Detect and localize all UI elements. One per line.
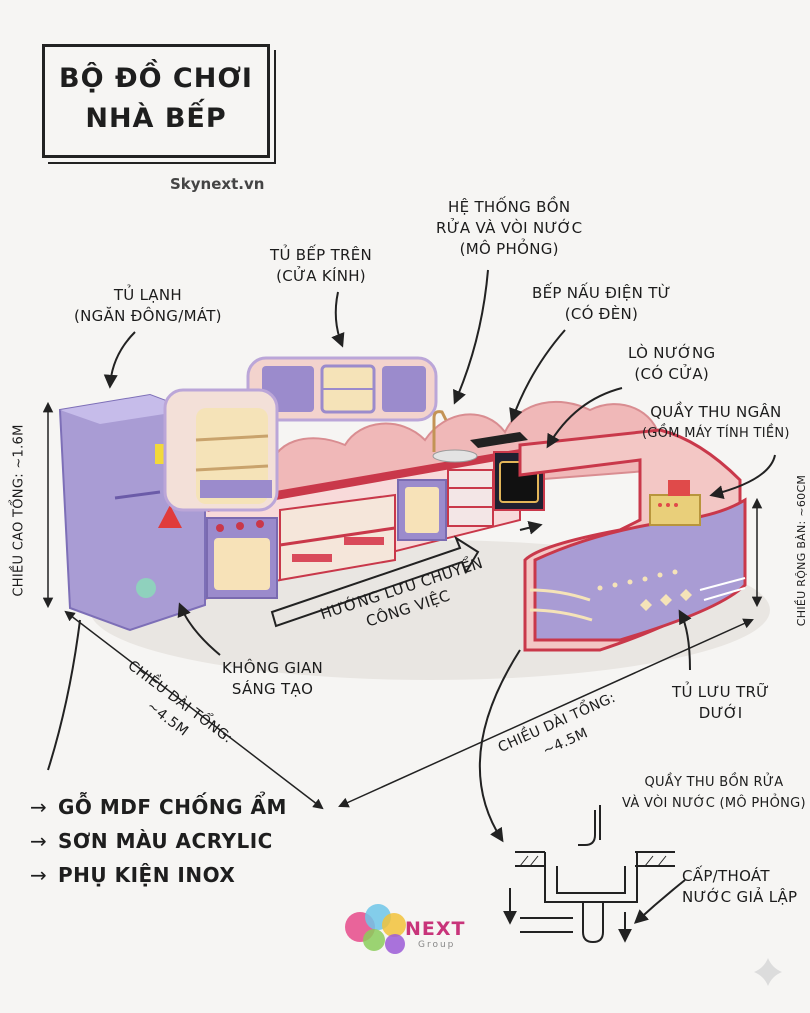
label-oven: LÒ NƯỚNG (CÓ CỬA): [628, 343, 715, 385]
arrow-right-icon: →: [30, 863, 48, 887]
material-item: → GỖ MDF CHỐNG ẨM: [30, 790, 287, 824]
label-oven-line1: LÒ NƯỚNG: [628, 344, 716, 362]
logo-subtext: Group: [418, 940, 456, 950]
title-line-1: BỘ ĐỒ CHƠI: [59, 63, 253, 94]
label-sink-line3: (MÔ PHỎNG): [459, 240, 559, 258]
label-fridge: TỦ LẠNH (NGĂN ĐÔNG/MÁT): [74, 285, 222, 327]
label-fridge-line2: (NGĂN ĐÔNG/MÁT): [74, 307, 222, 325]
label-counter-width: CHIỀU RỘNG BÀN: ~60CM: [795, 474, 809, 627]
label-sink-line2: RỬA VÀ VÒI NƯỚC: [436, 219, 583, 237]
label-oven-line2: (CÓ CỬA): [634, 365, 710, 383]
label-stove: BẾP NẤU ĐIỆN TỪ (CÓ ĐÈN): [532, 283, 671, 325]
label-sink-counter-line1: QUẦY THU BỒN RỬA: [644, 775, 784, 790]
label-cashier-line1: QUẦY THU NGÂN: [650, 403, 782, 421]
label-water-line1: CẤP/THOÁT: [682, 867, 770, 885]
label-cashier-line2: (GỒM MÁY TÍNH TIỀN): [642, 426, 790, 441]
label-upper-cabinet-line1: TỦ BẾP TRÊN: [270, 246, 373, 264]
arrow-right-icon: →: [30, 795, 48, 819]
material-item: → SƠN MÀU ACRYLIC: [30, 824, 287, 858]
label-water-line2: NƯỚC GIẢ LẬP: [682, 888, 798, 906]
label-sink-counter-line2: VÀ VÒI NƯỚC (MÔ PHỎNG): [622, 796, 806, 811]
upper-cabinet: [246, 356, 438, 422]
material-item: → PHỤ KIỆN INOX: [30, 858, 287, 892]
label-upper-cabinet-line2: (CỬA KÍNH): [276, 267, 366, 285]
label-lower-storage-line2: DƯỚI: [698, 704, 743, 722]
label-water: CẤP/THOÁT NƯỚC GIẢ LẬP: [682, 866, 797, 908]
open-shelf-cabinet: [163, 388, 279, 512]
label-total-height: CHIỀU CAO TỔNG: ~1.6M: [11, 424, 27, 597]
label-lower-storage-line1: TỦ LƯU TRỮ: [672, 683, 770, 701]
arrow-right-icon: →: [30, 829, 48, 853]
title-box: BỘ ĐỒ CHƠI NHÀ BẾP: [42, 44, 270, 158]
label-fridge-line1: TỦ LẠNH: [113, 286, 182, 304]
label-stove-line2: (CÓ ĐÈN): [564, 305, 639, 323]
cashier-counter: [518, 428, 747, 652]
label-lower-storage: TỦ LƯU TRỮ DƯỚI: [672, 682, 769, 724]
sink-cross-section: [503, 805, 675, 944]
materials-list: → GỖ MDF CHỐNG ẨM → SƠN MÀU ACRYLIC → PHỤ K…: [30, 790, 287, 892]
label-creative-space-line2: SÁNG TẠO: [231, 680, 314, 698]
label-creative-space-line1: KHÔNG GIAN: [222, 659, 324, 677]
logo-text: NEXT: [405, 918, 466, 940]
material-text: GỖ MDF CHỐNG ẨM: [58, 795, 287, 819]
label-creative-space: KHÔNG GIAN SÁNG TẠO: [222, 658, 323, 700]
sparkle-icon: [754, 958, 782, 986]
title-line-2: NHÀ BẾP: [85, 103, 227, 134]
label-sink: HỆ THỐNG BỒN RỬA VÀ VÒI NƯỚC (MÔ PHỎNG): [436, 197, 582, 260]
label-sink-line1: HỆ THỐNG BỒN: [448, 198, 571, 216]
dimension-lines: [42, 401, 763, 810]
skynext-logo-mark: [345, 904, 406, 954]
sink-hatch: [519, 855, 667, 867]
label-stove-line1: BẾP NẤU ĐIỆN TỪ: [532, 284, 671, 302]
label-cashier: QUẦY THU NGÂN (GỒM MÁY TÍNH TIỀN): [642, 402, 790, 444]
material-text: SƠN MÀU ACRYLIC: [58, 829, 273, 853]
brand-url: Skynext.vn: [170, 175, 265, 193]
label-sink-counter: QUẦY THU BỒN RỬA VÀ VÒI NƯỚC (MÔ PHỎNG): [622, 772, 806, 814]
material-text: PHỤ KIỆN INOX: [58, 863, 236, 887]
label-upper-cabinet: TỦ BẾP TRÊN (CỬA KÍNH): [270, 245, 372, 287]
